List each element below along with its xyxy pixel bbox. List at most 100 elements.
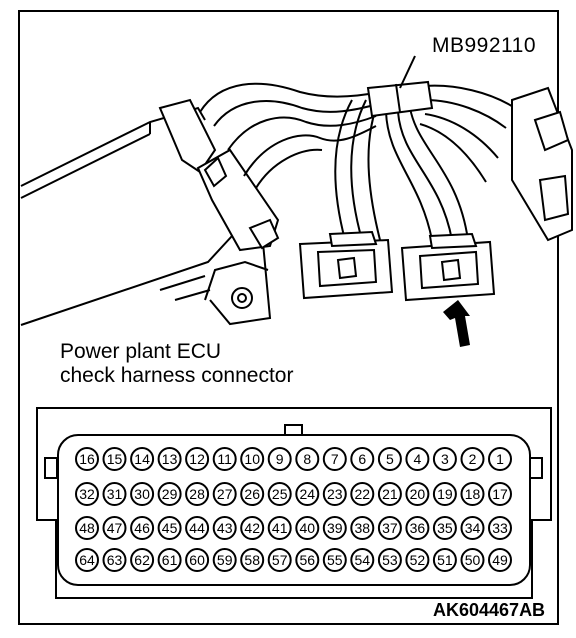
pin-circle	[432, 447, 457, 471]
arrow-indicator	[443, 300, 470, 347]
pin-circle	[240, 516, 265, 540]
pin-number: 60	[189, 552, 205, 568]
pin-circle	[130, 447, 155, 471]
harness-cables	[199, 82, 516, 241]
connector-pin: 40	[295, 516, 320, 540]
pin-number: 2	[469, 451, 477, 467]
pin-number: 61	[162, 552, 178, 568]
pin-number: 11	[217, 451, 232, 467]
ecu-plug	[158, 98, 280, 252]
pin-circle	[212, 548, 237, 572]
connector-pin: 23	[322, 482, 347, 506]
pin-circle	[350, 548, 375, 572]
pin-number: 7	[331, 451, 339, 467]
pin-circle	[75, 516, 99, 540]
connector-pin: 14	[130, 447, 155, 471]
pin-number: 28	[189, 486, 205, 502]
connector-pin: 49	[488, 548, 512, 572]
pin-circle	[157, 548, 182, 572]
connector-pin: 21	[377, 482, 402, 506]
pin-circle	[322, 482, 347, 506]
pin-circle	[130, 482, 155, 506]
pin-number: 10	[244, 451, 260, 467]
connector-pin: 2	[460, 447, 485, 471]
pin-number: 42	[244, 520, 260, 536]
connector-pin: 13	[157, 447, 182, 471]
pin-number: 16	[79, 451, 95, 467]
connector-pin: 31	[102, 482, 127, 506]
pin-number: 19	[437, 486, 453, 502]
right-connector	[511, 86, 573, 242]
connector-pin: 59	[212, 548, 237, 572]
pin-circle	[212, 482, 237, 506]
pin-circle	[267, 516, 292, 540]
connector-pin: 48	[75, 516, 99, 540]
pin-circle	[240, 447, 265, 471]
pin-circle	[212, 447, 237, 471]
pin-number: 43	[217, 520, 233, 536]
pin-circle	[240, 482, 265, 506]
pin-circle	[405, 516, 430, 540]
adapter-block	[366, 55, 434, 118]
pin-number: 37	[382, 520, 398, 536]
pin-circle	[185, 516, 210, 540]
pin-circle	[405, 447, 430, 471]
pin-circle	[240, 548, 265, 572]
connector-pin: 56	[295, 548, 320, 572]
connector-pin: 41	[267, 516, 292, 540]
connector-pin: 32	[75, 482, 99, 506]
connector-pin: 42	[240, 516, 265, 540]
pin-circle	[267, 482, 292, 506]
connector-pin: 18	[460, 482, 485, 506]
connector-pin: 1	[488, 447, 512, 471]
connector-pin: 7	[322, 447, 347, 471]
connector-pin: 39	[322, 516, 347, 540]
connector-name-line-2: check harness connector	[60, 364, 294, 387]
pin-circle	[460, 548, 485, 572]
pin-number: 35	[437, 520, 453, 536]
pin-circle	[377, 482, 402, 506]
pin-number: 64	[79, 552, 95, 568]
pin-number: 44	[189, 520, 205, 536]
connector-pin: 45	[157, 516, 182, 540]
pin-circle	[295, 482, 320, 506]
connector-pin: 60	[185, 548, 210, 572]
connector-pin: 53	[377, 548, 402, 572]
connector-pin: 17	[488, 482, 512, 506]
connector-face	[36, 407, 552, 599]
pin-circle	[157, 516, 182, 540]
pin-circle	[157, 447, 182, 471]
pin-circle	[432, 516, 457, 540]
pin-circle	[212, 516, 237, 540]
pin-number: 14	[134, 451, 150, 467]
pin-circle	[405, 548, 430, 572]
pin-number: 49	[492, 552, 508, 568]
connector-pin: 22	[350, 482, 375, 506]
connector-pin: 36	[405, 516, 430, 540]
pin-circle	[322, 447, 347, 471]
pin-number: 6	[358, 451, 366, 467]
pin-number: 3	[441, 451, 449, 467]
pin-circle	[185, 447, 210, 471]
pin-number: 41	[272, 520, 288, 536]
pin-number: 45	[162, 520, 178, 536]
pin-number: 56	[300, 552, 316, 568]
pin-circle	[102, 516, 127, 540]
pin-number: 47	[107, 520, 123, 536]
connector-pin: 51	[432, 548, 457, 572]
part-number-label: MB992110	[432, 34, 537, 57]
pin-number: 54	[355, 552, 371, 568]
pin-circle	[75, 548, 99, 572]
pin-circle	[185, 548, 210, 572]
pin-circle	[488, 447, 512, 471]
pin-circle	[432, 548, 457, 572]
pin-number: 8	[303, 451, 311, 467]
pin-number: 29	[162, 486, 178, 502]
pin-circle	[185, 482, 210, 506]
pin-number: 55	[327, 552, 343, 568]
connector-pin: 16	[75, 447, 99, 471]
pin-number: 22	[355, 486, 371, 502]
connector-pin: 19	[432, 482, 457, 506]
pin-circle	[460, 482, 485, 506]
